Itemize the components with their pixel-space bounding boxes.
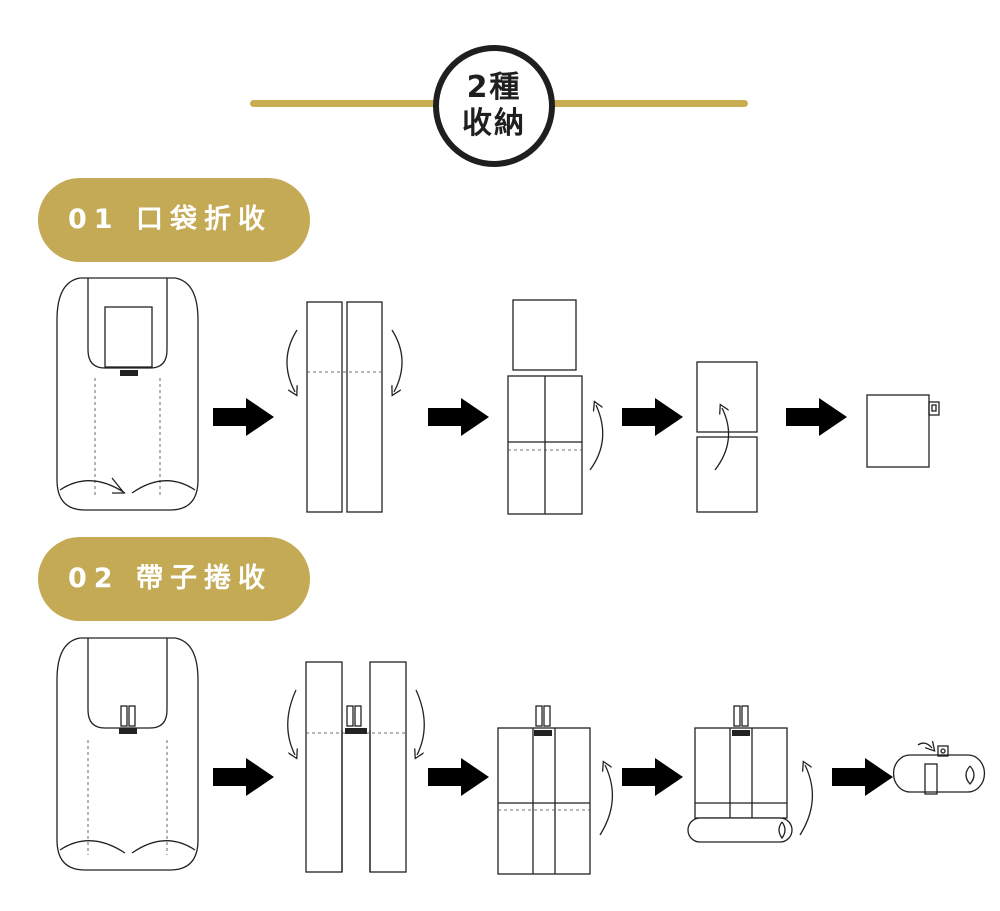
row1-step4-fold-half [696, 361, 758, 513]
header-badge: 2種 收納 [433, 45, 555, 167]
header-badge-line1: 2種 [466, 70, 522, 105]
row2-step2-folded-in [287, 661, 425, 873]
row1-step5-pocket-pouch [866, 394, 940, 468]
arrow-right-icon [428, 398, 489, 436]
arrow-right-icon [622, 398, 683, 436]
row2-step5-rolled-bundle [892, 743, 986, 795]
arrow-right-icon [213, 758, 274, 796]
row1-step1-bag [56, 277, 199, 511]
section-label-strap-roll: 02 帶子捲收 [38, 537, 310, 621]
row2-step1-bag [56, 637, 199, 871]
section-label-pocket-fold: 01 口袋折收 [38, 178, 310, 262]
arrow-right-icon [786, 398, 847, 436]
arrow-right-icon [622, 758, 683, 796]
row1-step2-folded-in [286, 301, 403, 513]
arrow-right-icon [428, 758, 489, 796]
row2-step3-fold-up [497, 705, 614, 875]
arrow-right-icon [213, 398, 274, 436]
header-badge-line2: 收納 [462, 106, 526, 141]
row1-step3-fold-up [507, 299, 604, 515]
arrow-right-icon [832, 758, 893, 796]
row2-step4-roll [687, 705, 814, 843]
